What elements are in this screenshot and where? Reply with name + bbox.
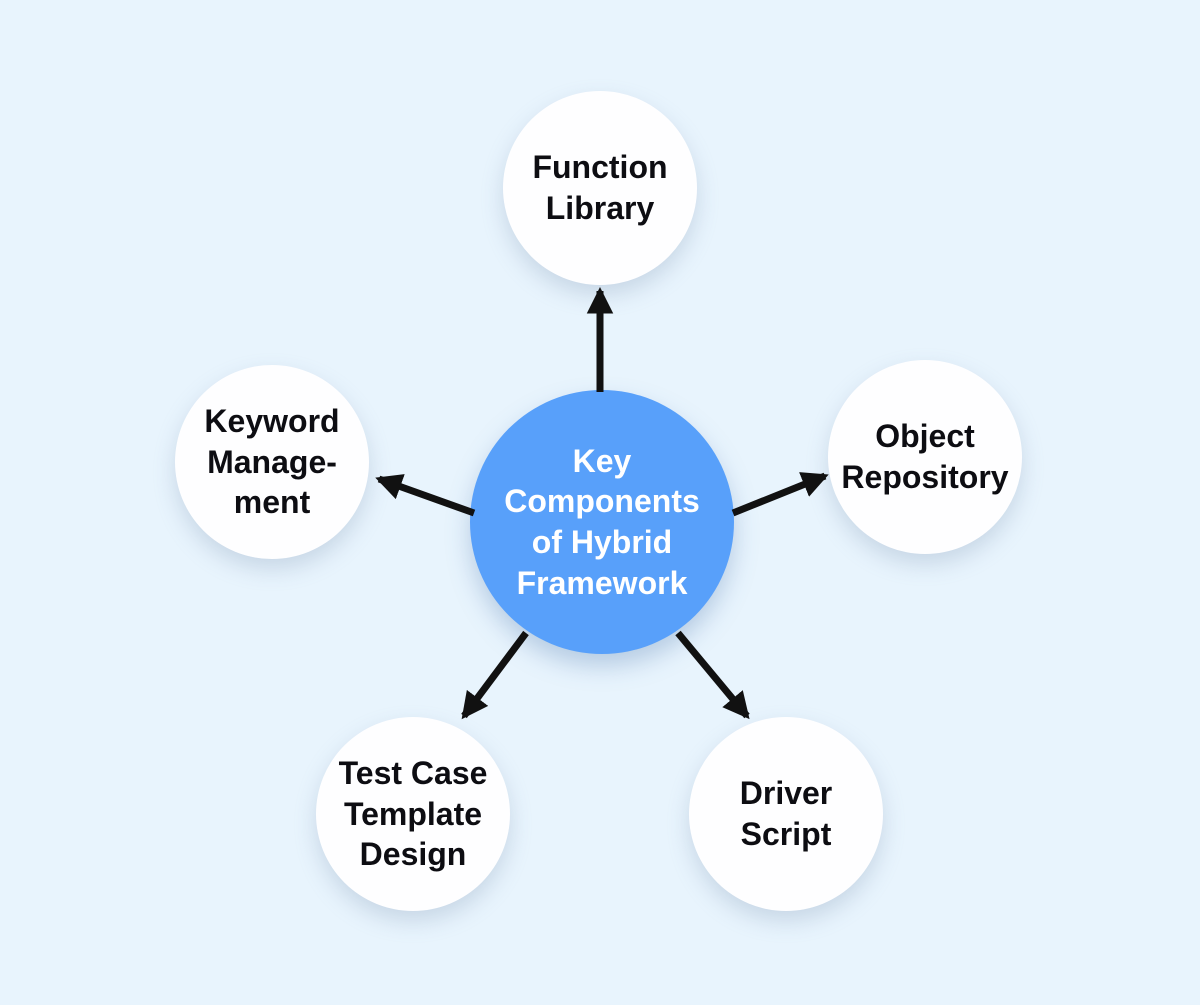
node-object-repository-label: Object Repository (841, 418, 1009, 495)
arrow-center-to-driver-script-icon (675, 630, 750, 720)
node-driver-script-label: Driver Script (739, 775, 833, 852)
node-test-case-template-design-label: Test Case Template Design (338, 754, 488, 873)
node-driver-script: Driver Script (689, 717, 883, 911)
node-keyword-management-label: Keyword Manage- ment (204, 402, 340, 521)
arrow-center-to-object-repository-icon (731, 472, 829, 517)
arrow-center-to-keyword-management-icon (375, 474, 476, 517)
node-test-case-template-design: Test Case Template Design (316, 717, 510, 911)
arrow-center-to-test-case-template-design-icon (461, 630, 529, 720)
center-node: Key Components of Hybrid Framework (470, 390, 734, 654)
node-function-library-label: Function Library (532, 149, 668, 226)
node-object-repository: Object Repository (828, 360, 1022, 554)
node-function-library: Function Library (503, 91, 697, 285)
node-keyword-management: Keyword Manage- ment (175, 365, 369, 559)
center-node-label: Key Components of Hybrid Framework (504, 442, 700, 601)
